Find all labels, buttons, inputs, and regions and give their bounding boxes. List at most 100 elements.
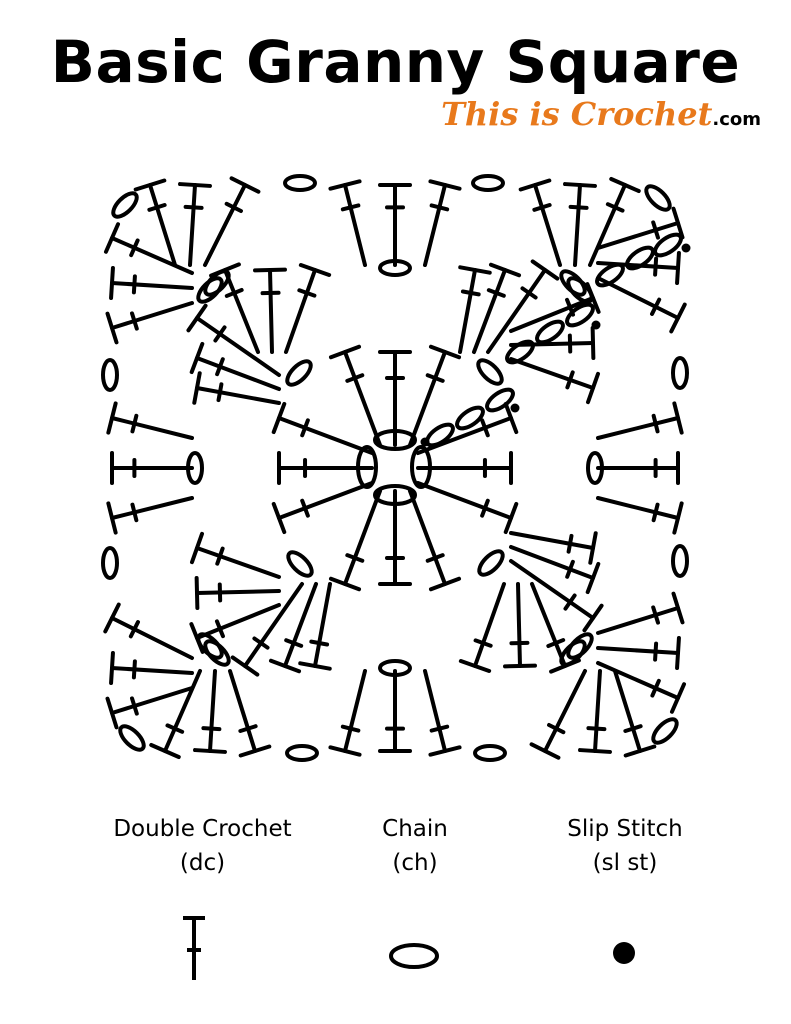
dc-stitch: [343, 669, 367, 753]
dc-top-bar: [189, 531, 205, 565]
chain-stitch: [425, 422, 455, 448]
dc-top-bar: [518, 178, 552, 192]
dc-top-bar: [585, 371, 601, 405]
dc-stitch: [613, 669, 642, 753]
dc-cross-bar: [183, 204, 204, 210]
dc-stitch: [277, 416, 374, 455]
dc-stitch: [243, 582, 304, 668]
chain-stitch: [476, 358, 504, 386]
chain-stitch: [455, 405, 485, 431]
dc-top-bar: [488, 262, 522, 278]
chain-stitch: [586, 451, 604, 485]
dc-cross-bar: [238, 724, 258, 733]
dc-cross-bar: [131, 659, 137, 680]
dc-stitch: [163, 669, 202, 753]
dc-top-bar: [428, 576, 462, 592]
chain-stitch: [118, 724, 146, 752]
dc-stitch: [509, 559, 595, 620]
dc-top-bar: [103, 602, 121, 634]
dc-top-bar: [549, 658, 581, 674]
dc-top-bar: [585, 282, 601, 314]
dc-stitch: [195, 546, 281, 579]
dc-cross-bar: [130, 502, 139, 523]
dc-cross-bar: [131, 274, 137, 295]
dc-stitch: [588, 183, 627, 267]
dc-top-bar: [271, 501, 287, 535]
dc-stitch: [195, 386, 281, 405]
dc-top-bar: [582, 603, 604, 633]
chain-stitch: [378, 259, 412, 277]
dc-stitch: [110, 666, 194, 675]
dc-top-bar: [109, 266, 115, 300]
dc-cross-bar: [623, 724, 643, 733]
chain-stitch: [595, 262, 625, 288]
dc-stitch: [408, 350, 447, 447]
chain-stitch: [671, 356, 689, 390]
dc-stitch: [343, 183, 367, 267]
dc-top-bar: [428, 179, 462, 191]
dc-stitch: [110, 616, 194, 660]
dc-top-bar: [328, 344, 362, 360]
dc-top-bar: [669, 682, 687, 714]
dc-top-bar: [530, 259, 560, 281]
dc-stitch: [516, 582, 522, 668]
dc-cross-bar: [586, 726, 607, 732]
dc-top-bar: [192, 371, 202, 405]
dc-stitch: [228, 669, 257, 753]
dc-top-bar: [458, 265, 492, 275]
dc-cross-bar: [651, 502, 660, 523]
dc-top-bar: [106, 501, 118, 535]
dc-top-bar: [623, 744, 657, 758]
dc-top-bar: [669, 302, 687, 334]
dc-cross-bar: [340, 203, 361, 212]
chain-stitch: [485, 387, 515, 413]
slip-stitch-dot: [420, 437, 430, 447]
dc-cross-bar: [284, 638, 304, 648]
dc-stitch: [195, 356, 281, 391]
chain-stitch: [101, 546, 119, 580]
dc-stitch: [188, 183, 197, 267]
dc-cross-bar: [651, 605, 660, 625]
chain-stitch: [644, 184, 672, 212]
dc-top-bar: [230, 655, 260, 677]
dc-top-bar: [675, 251, 681, 285]
chain-stitch: [285, 744, 319, 762]
dc-top-bar: [428, 745, 462, 757]
chain-stitch: [203, 269, 231, 297]
dc-top-bar: [675, 636, 681, 670]
dc-stitch: [573, 183, 582, 267]
dc-cross-bar: [532, 203, 552, 212]
dc-top-bar: [109, 651, 115, 685]
dc-cross-bar: [214, 619, 225, 639]
dc-cross-bar: [147, 203, 167, 212]
dc-top-bar: [609, 176, 641, 194]
dc-stitch: [268, 268, 274, 354]
dc-cross-bar: [563, 593, 577, 611]
dc-top-bar: [133, 178, 167, 192]
dc-top-bar: [193, 748, 227, 754]
legend-slip-stitch: Slip Stitch (sl st): [520, 812, 730, 880]
chain-stitch: [535, 319, 565, 345]
dc-stitch: [596, 661, 680, 700]
dc-cross-bar: [130, 413, 139, 434]
dc-top-bar: [578, 748, 612, 754]
dc-cross-bar: [215, 357, 225, 377]
dc-top-bar: [189, 341, 205, 375]
dc-top-bar: [428, 344, 462, 360]
dc-stitch: [283, 582, 318, 668]
dc-cross-bar: [565, 559, 575, 579]
chain-stitch: [625, 245, 655, 271]
dc-cross-bar: [340, 724, 361, 733]
dc-cross-bar: [215, 546, 225, 566]
brand-logo: This is Crochet.com: [441, 95, 761, 133]
dc-stitch: [423, 183, 447, 267]
dc-cross-bar: [216, 382, 224, 403]
legend-label: Slip Stitch: [567, 816, 683, 842]
dc-stitch: [223, 268, 260, 354]
brand-tld: .com: [712, 109, 761, 130]
chain-stitch: [286, 550, 314, 578]
dc-top-bar: [585, 561, 601, 595]
dc-stitch: [596, 416, 680, 440]
dc-top-bar: [253, 267, 287, 273]
chain-stitch: [203, 639, 231, 667]
